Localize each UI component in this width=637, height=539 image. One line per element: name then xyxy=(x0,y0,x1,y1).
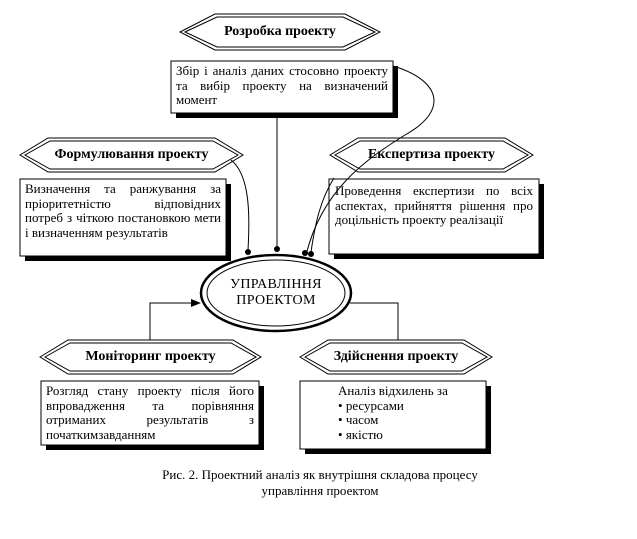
center-ellipse-inner xyxy=(206,259,346,327)
top-title: Розробка проекту xyxy=(224,24,336,39)
left-box-text: Визначення та ранжування за пріоритетніс… xyxy=(25,181,221,240)
caption-line2: управління проектом xyxy=(261,483,379,498)
bottom-left-hexagon-inner xyxy=(43,342,258,372)
connector-right xyxy=(310,177,335,253)
right-title: Експертиза проекту xyxy=(367,147,496,162)
right-hexagon xyxy=(329,137,534,173)
top-box xyxy=(170,60,394,114)
bottom-right-list: ресурсами часом якістю xyxy=(338,398,478,443)
connector-bottom-right xyxy=(350,302,399,340)
center-label: УПРАВЛІННЯ ПРОЕКТОМ xyxy=(216,277,336,309)
bottom-right-intro: Аналіз відхилень за xyxy=(338,383,448,398)
dot-right-1 xyxy=(302,250,308,256)
bottom-right-hexagon xyxy=(299,339,493,375)
connector-bottom-left xyxy=(149,299,201,340)
list-item: ресурсами xyxy=(338,398,478,414)
dot-right-2 xyxy=(308,251,314,257)
right-box-text: Проведення експертизи по всіх аспектах, … xyxy=(335,183,533,227)
left-hexagon xyxy=(19,137,244,173)
right-hexagon-inner xyxy=(333,140,530,170)
dot-top xyxy=(274,246,280,252)
connector-left xyxy=(230,159,250,251)
figure-caption: Рис. 2. Проектний аналіз як внутрішня ск… xyxy=(40,467,600,499)
top-hexagon-inner xyxy=(183,16,377,48)
connector-top xyxy=(305,65,435,256)
center-label-line1: УПРАВЛІННЯ xyxy=(230,277,322,292)
list-item: якістю xyxy=(338,427,478,443)
center-ellipse xyxy=(199,253,353,333)
top-hexagon xyxy=(178,13,382,51)
dot-left xyxy=(245,249,251,255)
left-hexagon-inner xyxy=(23,140,240,170)
bottom-right-hexagon-inner xyxy=(303,342,489,372)
bottom-right-title: Здійснення проекту xyxy=(333,349,459,364)
bottom-right-box-text: Аналіз відхилень за ресурсами часом якіс… xyxy=(338,383,478,443)
left-box xyxy=(19,178,227,257)
bottom-left-hexagon xyxy=(39,339,262,375)
list-item: часом xyxy=(338,412,478,428)
bottom-left-title: Моніторинг проекту xyxy=(85,349,216,364)
bottom-left-box xyxy=(40,380,260,446)
left-title: Формулювання проекту xyxy=(54,147,209,162)
bottom-left-box-text: Розгляд стану проекту після його впровад… xyxy=(46,383,254,442)
right-box xyxy=(328,178,540,255)
top-box-text: Збір і аналіз даних стосовно проекту та … xyxy=(176,63,388,107)
center-label-line2: ПРОЕКТОМ xyxy=(236,293,316,308)
caption-line1: Рис. 2. Проектний аналіз як внутрішня ск… xyxy=(162,467,478,482)
